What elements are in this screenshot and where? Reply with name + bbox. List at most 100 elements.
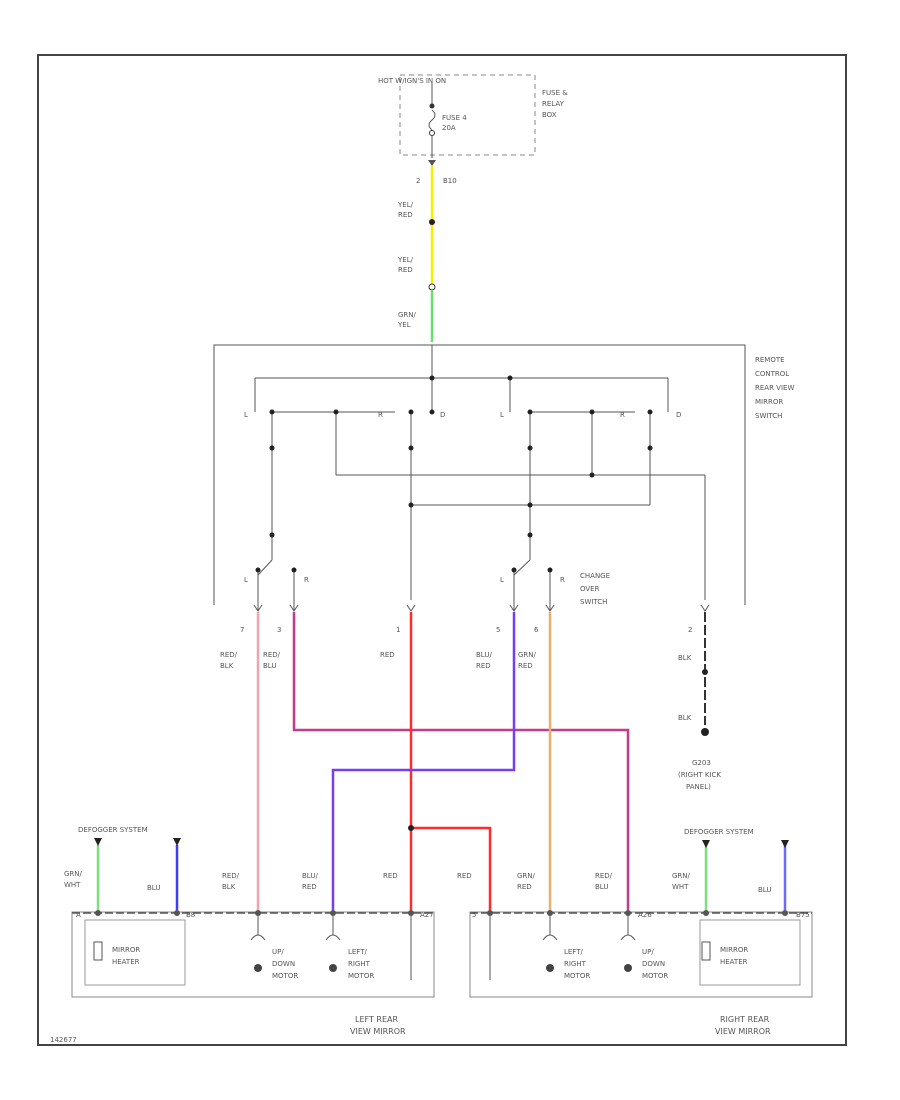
wire3-line2: YEL: [397, 321, 411, 329]
fuse-label: FUSE 4: [442, 114, 467, 122]
right-motor1-symbol: [542, 934, 558, 941]
sw-right-d: D: [676, 411, 681, 419]
left-hw1-1: GRN/: [64, 870, 83, 878]
change-over-switch: [257, 559, 551, 610]
fuse-relay-box: HOT W/IGN'S IN ON FUSE & RELAY BOX FUSE …: [378, 74, 568, 158]
splice-red: [408, 825, 414, 831]
right-heater-2: HEATER: [720, 958, 748, 966]
fuse-symbol: [428, 109, 436, 131]
right-motor2-symbol: [620, 934, 636, 941]
right-m1-2: RIGHT: [564, 960, 587, 968]
wire2-line1: YEL/: [397, 256, 414, 264]
right-heater-1: MIRROR: [720, 946, 748, 954]
changeover-label-3: SWITCH: [580, 598, 607, 606]
box-label-2: RELAY: [542, 100, 565, 108]
left-mw3: RED: [383, 872, 398, 880]
gnd-pin: 2: [688, 626, 692, 634]
gnd-label-1: G203: [692, 759, 711, 767]
wire-blu-red: [331, 612, 516, 910]
gnd-color2: BLK: [678, 714, 692, 722]
w3-color: RED: [380, 651, 395, 659]
remote-label-2: CONTROL: [755, 370, 789, 378]
right-conn-b: A26: [638, 911, 652, 919]
right-mw2-2: RED: [517, 883, 532, 891]
pin-num: 2: [416, 177, 420, 185]
pin-name: B10: [443, 177, 457, 185]
w1-pin: 7: [240, 626, 244, 634]
changeover-label-1: CHANGE: [580, 572, 610, 580]
w5-color-1: GRN/: [518, 651, 537, 659]
wire2-line2: RED: [398, 266, 413, 274]
w2-color-2: BLU: [263, 662, 276, 670]
connector-symbol: [428, 160, 436, 166]
left-m2-1: LEFT/: [348, 948, 368, 956]
co-right-l: L: [500, 576, 504, 584]
right-mw3-1: RED/: [595, 872, 613, 880]
remote-label-1: REMOTE: [755, 356, 785, 364]
right-conn-a: 5: [472, 911, 476, 919]
right-mw1: RED: [457, 872, 472, 880]
wire1-line1: YEL/: [397, 201, 414, 209]
right-conn-c: B75: [796, 911, 810, 919]
left-mw1-1: RED/: [222, 872, 240, 880]
gnd-label-3: PANEL): [686, 783, 711, 791]
sw-right-r: R: [620, 411, 625, 419]
diagram-frame: [37, 54, 847, 1046]
left-hw2: BLU: [147, 884, 160, 892]
right-defogger: DEFOGGER SYSTEM: [684, 828, 754, 836]
right-heater-element: [701, 941, 711, 961]
left-motor1-icon: [254, 964, 262, 972]
left-conn-a: A: [76, 911, 81, 919]
w4-color-2: RED: [476, 662, 491, 670]
sw-left-d: D: [440, 411, 445, 419]
hot-label: HOT W/IGN'S IN ON: [378, 77, 446, 85]
w5-color-2: RED: [518, 662, 533, 670]
w1-color-1: RED/: [220, 651, 238, 659]
left-m1-3: MOTOR: [272, 972, 298, 980]
right-m2-1: UP/: [642, 948, 654, 956]
left-motor1-symbol: [250, 934, 266, 941]
left-title-2: VIEW MIRROR: [350, 1027, 406, 1036]
left-heater-2: HEATER: [112, 958, 140, 966]
splice: [429, 219, 435, 225]
gnd-color1: BLK: [678, 654, 692, 662]
footer-code: 142677: [50, 1036, 77, 1044]
w2-color-1: RED/: [263, 651, 281, 659]
remote-label-5: SWITCH: [755, 412, 782, 420]
remote-label-4: MIRROR: [755, 398, 783, 406]
left-heater-element: [93, 941, 103, 961]
right-mw3-2: BLU: [595, 883, 608, 891]
sw-right-l: L: [500, 411, 504, 419]
right-m2-3: MOTOR: [642, 972, 668, 980]
right-hw2: BLU: [758, 886, 771, 894]
left-hw1-2: WHT: [64, 881, 81, 889]
right-motor1-icon: [546, 964, 554, 972]
w3-pin: 1: [396, 626, 400, 634]
left-motor2-symbol: [325, 934, 341, 941]
left-heater-1: MIRROR: [112, 946, 140, 954]
w1-color-2: BLK: [220, 662, 234, 670]
sw-left-l: L: [244, 411, 248, 419]
remote-control-switch: [213, 344, 746, 605]
co-right-r: R: [560, 576, 565, 584]
wire1-line2: RED: [398, 211, 413, 219]
left-mw2-2: RED: [302, 883, 317, 891]
right-mw2-1: GRN/: [517, 872, 536, 880]
left-motor2-icon: [329, 964, 337, 972]
right-hw1-2: WHT: [672, 883, 689, 891]
right-hw1-1: GRN/: [672, 872, 691, 880]
right-title-1: RIGHT REAR: [720, 1015, 770, 1024]
wire-red-blu: [292, 612, 630, 910]
fuse-rating: 20A: [442, 124, 456, 132]
right-motor2-icon: [624, 964, 632, 972]
right-m1-3: MOTOR: [564, 972, 590, 980]
left-rear-view-mirror: DEFOGGER SYSTEM GRN/ WHT BLU RED/ BLK BL…: [64, 826, 435, 1036]
w4-pin: 5: [496, 626, 500, 634]
left-m1-1: UP/: [272, 948, 284, 956]
box-label-1: FUSE &: [542, 89, 568, 97]
left-m1-2: DOWN: [272, 960, 295, 968]
left-mw1-2: BLK: [222, 883, 236, 891]
left-mw2-1: BLU/: [302, 872, 318, 880]
w5-pin: 6: [534, 626, 539, 634]
